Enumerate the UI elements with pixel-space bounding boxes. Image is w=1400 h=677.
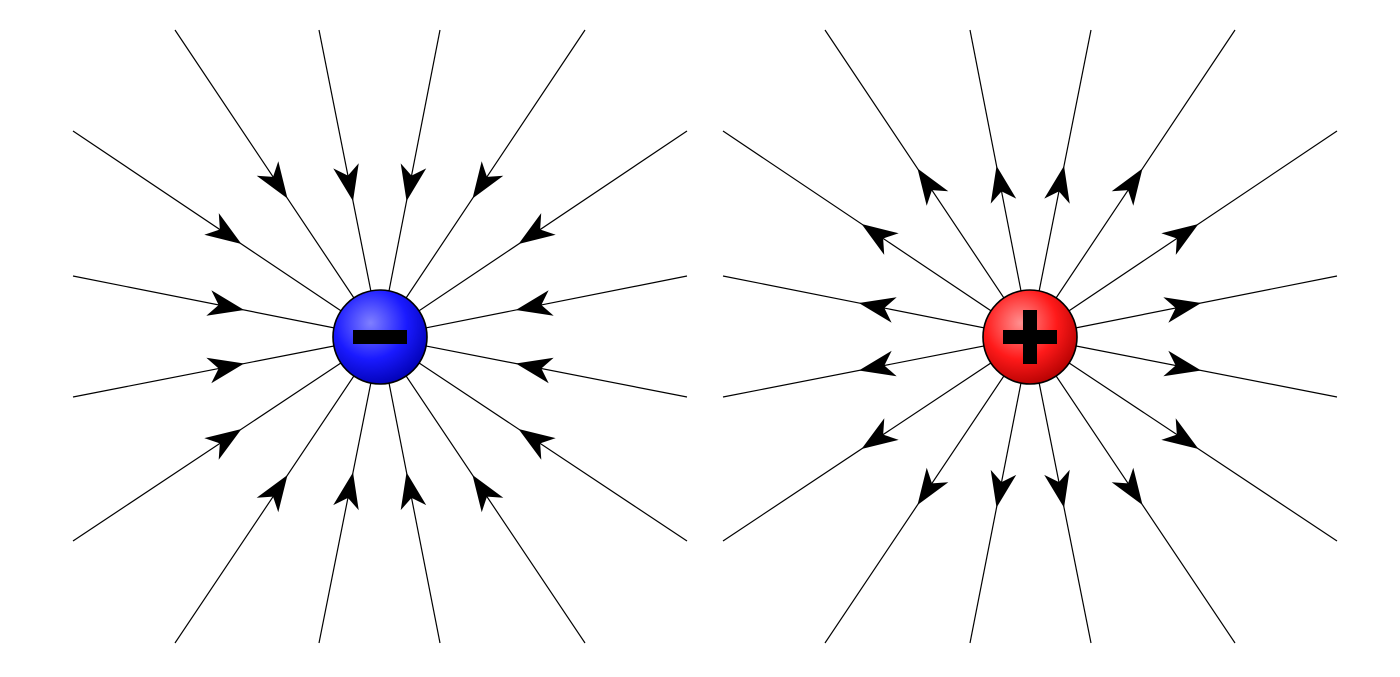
arrowhead-inward-icon (472, 161, 504, 199)
arrowhead-outward-icon (1044, 469, 1070, 508)
arrowhead-inward-icon (333, 163, 359, 202)
plus-sign-icon (1003, 310, 1057, 364)
arrowhead-outward-icon (861, 223, 899, 255)
arrowhead-inward-icon (515, 357, 554, 384)
arrowhead-outward-icon (1111, 467, 1143, 505)
minus-sign-icon (353, 330, 407, 344)
arrowhead-inward-icon (256, 475, 288, 513)
arrowhead-inward-icon (206, 290, 245, 316)
arrowhead-outward-icon (917, 168, 949, 206)
arrowhead-outward-icon (858, 297, 897, 323)
arrowhead-inward-icon (400, 163, 427, 202)
arrowhead-outward-icon (990, 469, 1017, 508)
arrowhead-inward-icon (204, 429, 242, 460)
arrowhead-outward-icon (1163, 297, 1202, 323)
arrowhead-outward-icon (1161, 223, 1199, 255)
arrowhead-inward-icon (472, 475, 504, 513)
arrowhead-inward-icon (333, 472, 359, 511)
arrowhead-inward-icon (518, 429, 556, 460)
arrowhead-outward-icon (1161, 418, 1199, 449)
positive-charge-field (722, 29, 1338, 644)
arrowhead-inward-icon (518, 213, 556, 245)
arrowhead-inward-icon (204, 213, 242, 245)
negative-charge-field (72, 29, 688, 644)
arrowhead-outward-icon (1111, 168, 1143, 206)
arrowhead-inward-icon (515, 290, 554, 316)
arrowhead-inward-icon (400, 472, 427, 511)
arrowhead-inward-icon (256, 161, 288, 199)
arrowhead-inward-icon (206, 357, 245, 384)
arrowhead-outward-icon (1163, 350, 1202, 377)
arrowhead-outward-icon (858, 350, 897, 377)
arrowhead-outward-icon (990, 165, 1017, 204)
arrowhead-outward-icon (917, 467, 949, 505)
arrowhead-outward-icon (861, 418, 899, 449)
arrowhead-outward-icon (1044, 165, 1070, 204)
